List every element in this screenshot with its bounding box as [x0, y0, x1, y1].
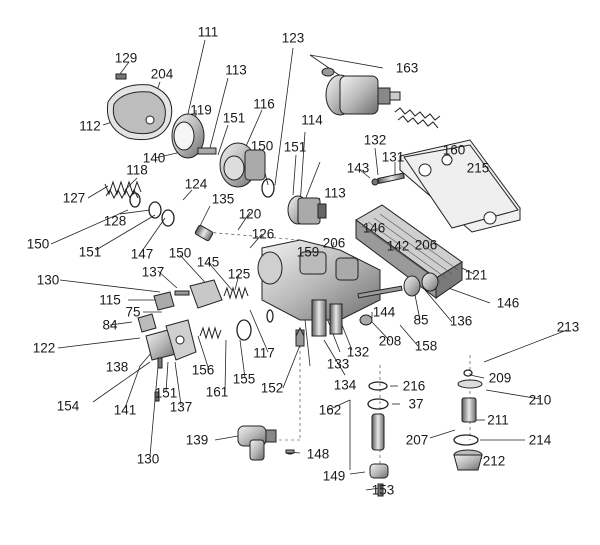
part-callout-151: 151 — [222, 110, 246, 126]
fittings-right — [357, 272, 439, 299]
part-callout-207: 207 — [405, 432, 429, 448]
filter-stack — [369, 413, 389, 479]
part-callout-129: 129 — [114, 50, 138, 66]
part-callout-124: 124 — [184, 176, 208, 192]
part-callout-139: 139 — [185, 432, 209, 448]
part-callout-160: 160 — [442, 142, 466, 158]
part-callout-162: 162 — [318, 402, 342, 418]
part-callout-125: 125 — [227, 266, 251, 282]
part-callout-133: 133 — [326, 356, 350, 372]
part-callout-150: 150 — [250, 138, 274, 154]
part-callout-122: 122 — [32, 340, 56, 356]
part-callout-214: 214 — [528, 432, 552, 448]
part-callout-127: 127 — [62, 190, 86, 206]
part-callout-148: 148 — [306, 446, 330, 462]
part-callout-144: 144 — [372, 304, 396, 320]
part-callout-155: 155 — [232, 371, 256, 387]
part-callout-213: 213 — [556, 319, 580, 335]
part-callout-126: 126 — [251, 226, 275, 242]
part-callout-211: 211 — [487, 412, 509, 428]
part-callout-130: 130 — [136, 451, 160, 467]
drain-plug — [295, 326, 305, 347]
part-callout-123: 123 — [281, 30, 305, 46]
part-callout-137: 137 — [141, 264, 165, 280]
pump-rotor — [287, 195, 327, 225]
part-callout-153: 153 — [371, 482, 395, 498]
spring-left — [104, 180, 142, 200]
part-callout-75: 75 — [125, 304, 141, 320]
hydraulic-manifold — [257, 239, 381, 347]
cover-plate — [106, 73, 173, 141]
part-callout-210: 210 — [528, 392, 552, 408]
part-callout-119: 119 — [190, 102, 212, 118]
part-callout-134: 134 — [333, 377, 357, 393]
part-callout-151: 151 — [283, 139, 307, 155]
diaphragm — [171, 113, 217, 159]
part-callout-158: 158 — [414, 338, 438, 354]
part-callout-85: 85 — [413, 312, 429, 328]
part-callout-132: 132 — [363, 132, 387, 148]
part-callout-216: 216 — [402, 378, 426, 394]
part-callout-112: 112 — [79, 118, 101, 134]
pump-motor-assembly — [321, 67, 441, 129]
bolts — [154, 172, 405, 497]
part-callout-84: 84 — [102, 317, 118, 333]
part-callout-114: 114 — [301, 112, 323, 128]
part-callout-132: 132 — [346, 344, 370, 360]
part-callout-149: 149 — [322, 468, 346, 484]
part-callout-117: 117 — [253, 345, 275, 361]
part-callout-150: 150 — [26, 236, 50, 252]
part-callout-113: 113 — [225, 62, 247, 78]
small-screws — [157, 357, 295, 454]
part-callout-135: 135 — [211, 191, 235, 207]
part-callout-130: 130 — [36, 272, 60, 288]
part-callout-212: 212 — [482, 453, 506, 469]
part-callout-147: 147 — [130, 246, 154, 262]
part-callout-151: 151 — [78, 244, 102, 260]
part-callout-113: 113 — [324, 185, 346, 201]
part-callout-154: 154 — [56, 398, 80, 414]
elbow-valve — [237, 425, 295, 461]
part-callout-145: 145 — [196, 254, 220, 270]
part-callout-136: 136 — [449, 313, 473, 329]
part-callout-37: 37 — [408, 396, 424, 412]
valve-stack-right — [453, 379, 483, 471]
plate-heat-gasket — [399, 139, 522, 233]
part-callout-150: 150 — [168, 245, 192, 261]
part-callout-146: 146 — [362, 220, 386, 236]
part-callout-141: 141 — [113, 402, 137, 418]
part-callout-209: 209 — [488, 370, 512, 386]
part-callout-140: 140 — [142, 150, 166, 166]
part-callout-142: 142 — [386, 238, 410, 254]
part-callout-146: 146 — [496, 295, 520, 311]
part-callout-156: 156 — [191, 362, 215, 378]
part-callout-128: 128 — [103, 213, 127, 229]
part-callout-131: 131 — [381, 149, 405, 165]
part-callout-159: 159 — [296, 244, 320, 260]
part-callout-111: 111 — [197, 24, 219, 40]
part-callout-152: 152 — [260, 380, 284, 396]
part-callout-161: 161 — [205, 384, 229, 400]
part-callout-137: 137 — [169, 399, 193, 415]
part-callout-206: 206 — [414, 237, 438, 253]
part-callout-138: 138 — [105, 359, 129, 375]
cartridge — [194, 224, 214, 242]
part-callout-118: 118 — [126, 162, 148, 178]
part-callout-121: 121 — [464, 267, 488, 283]
part-callout-208: 208 — [378, 333, 402, 349]
part-callout-215: 215 — [466, 160, 490, 176]
part-callout-204: 204 — [150, 66, 174, 82]
impeller-housing — [219, 142, 266, 188]
part-callout-143: 143 — [346, 160, 370, 176]
part-callout-163: 163 — [395, 60, 419, 76]
part-callout-206: 206 — [322, 235, 346, 251]
part-callout-151: 151 — [154, 385, 178, 401]
valve-bracket — [137, 279, 223, 361]
part-callout-116: 116 — [253, 96, 275, 112]
part-callout-120: 120 — [238, 206, 262, 222]
springs-mid — [199, 286, 249, 340]
part-callout-115: 115 — [99, 292, 121, 308]
